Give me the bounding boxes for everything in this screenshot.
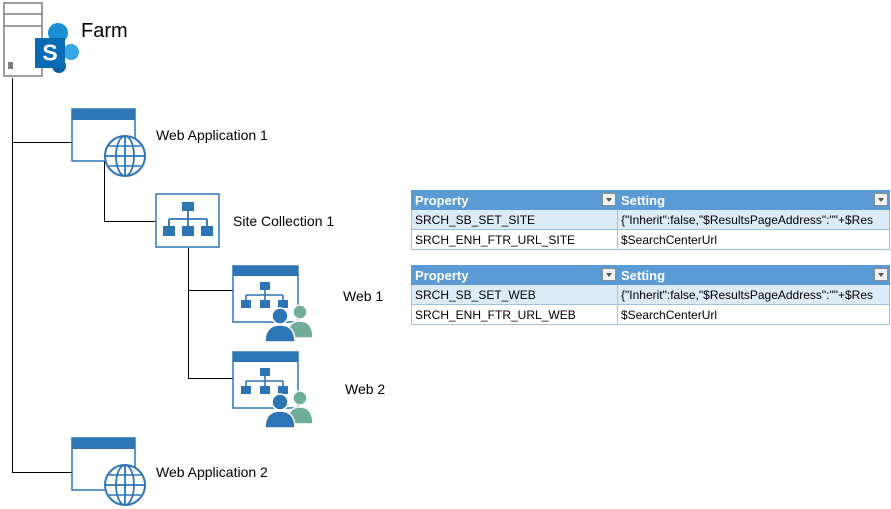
- table-header-row: Property Setting: [411, 190, 890, 210]
- globe-icon: [104, 135, 146, 177]
- site-collection-icon: [155, 193, 220, 248]
- users-icon: [264, 304, 314, 343]
- table-row: SRCH_SB_SET_WEB {"Inherit":false,"$Resul…: [411, 284, 890, 305]
- setting-cell[interactable]: {"Inherit":false,"$ResultsPageAddress":"…: [617, 284, 890, 305]
- filter-dropdown-icon[interactable]: [602, 268, 616, 281]
- site-property-table: Property Setting SRCH_SB_SET_SITE {"Inhe…: [411, 190, 890, 250]
- web-property-table: Property Setting SRCH_SB_SET_WEB {"Inher…: [411, 265, 890, 325]
- property-cell[interactable]: SRCH_ENH_FTR_URL_WEB: [411, 304, 618, 325]
- farm-label: Farm: [81, 20, 128, 42]
- globe-icon: [104, 464, 146, 506]
- setting-cell[interactable]: $SearchCenterUrl: [617, 229, 890, 250]
- filter-dropdown-icon[interactable]: [874, 268, 888, 281]
- table-header-row: Property Setting: [411, 265, 890, 285]
- web-site-icon: [232, 265, 314, 343]
- web-application-icon: [71, 108, 146, 177]
- table-row: SRCH_ENH_FTR_URL_WEB $SearchCenterUrl: [411, 304, 890, 325]
- web-application-icon: [71, 437, 146, 506]
- web-application-2-label: Web Application 2: [156, 464, 268, 480]
- column-header-property[interactable]: Property: [411, 265, 618, 285]
- property-cell[interactable]: SRCH_SB_SET_WEB: [411, 284, 618, 305]
- users-icon: [264, 390, 314, 429]
- filter-dropdown-icon[interactable]: [602, 193, 616, 206]
- sharepoint-logo-icon: S: [35, 23, 79, 73]
- table-row: SRCH_SB_SET_SITE {"Inherit":false,"$Resu…: [411, 209, 890, 230]
- site-collection-1-label: Site Collection 1: [233, 213, 335, 229]
- setting-cell[interactable]: {"Inherit":false,"$ResultsPageAddress":"…: [617, 209, 890, 230]
- farm-server-icon: S: [3, 2, 79, 77]
- column-header-setting[interactable]: Setting: [617, 190, 890, 210]
- table-row: SRCH_ENH_FTR_URL_SITE $SearchCenterUrl: [411, 229, 890, 250]
- web-1-label: Web 1: [343, 288, 384, 304]
- web-2-label: Web 2: [345, 381, 386, 397]
- setting-cell[interactable]: $SearchCenterUrl: [617, 304, 890, 325]
- column-header-property[interactable]: Property: [411, 190, 618, 210]
- svg-text:S: S: [42, 40, 57, 66]
- filter-dropdown-icon[interactable]: [874, 193, 888, 206]
- property-cell[interactable]: SRCH_ENH_FTR_URL_SITE: [411, 229, 618, 250]
- web-application-1-label: Web Application 1: [156, 127, 268, 143]
- column-header-setting[interactable]: Setting: [617, 265, 890, 285]
- property-cell[interactable]: SRCH_SB_SET_SITE: [411, 209, 618, 230]
- web-site-icon: [232, 351, 314, 429]
